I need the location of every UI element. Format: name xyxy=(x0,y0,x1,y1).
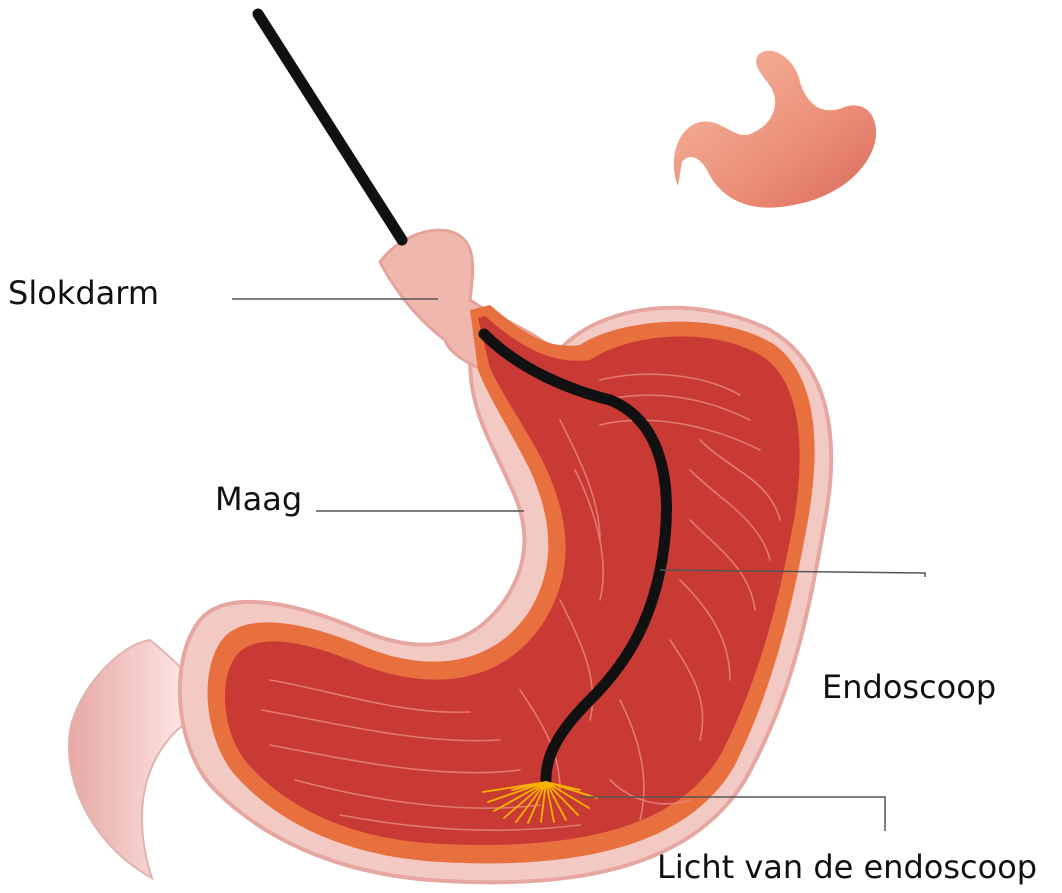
stomach-interior xyxy=(225,316,800,845)
label-stomach: Maag xyxy=(215,483,302,515)
label-esophagus: Slokdarm xyxy=(8,277,159,309)
label-endoscope: Endoscoop xyxy=(822,671,996,703)
label-endoscope-light: Licht van de endoscoop xyxy=(657,851,1037,883)
mini-stomach-icon xyxy=(674,51,876,208)
